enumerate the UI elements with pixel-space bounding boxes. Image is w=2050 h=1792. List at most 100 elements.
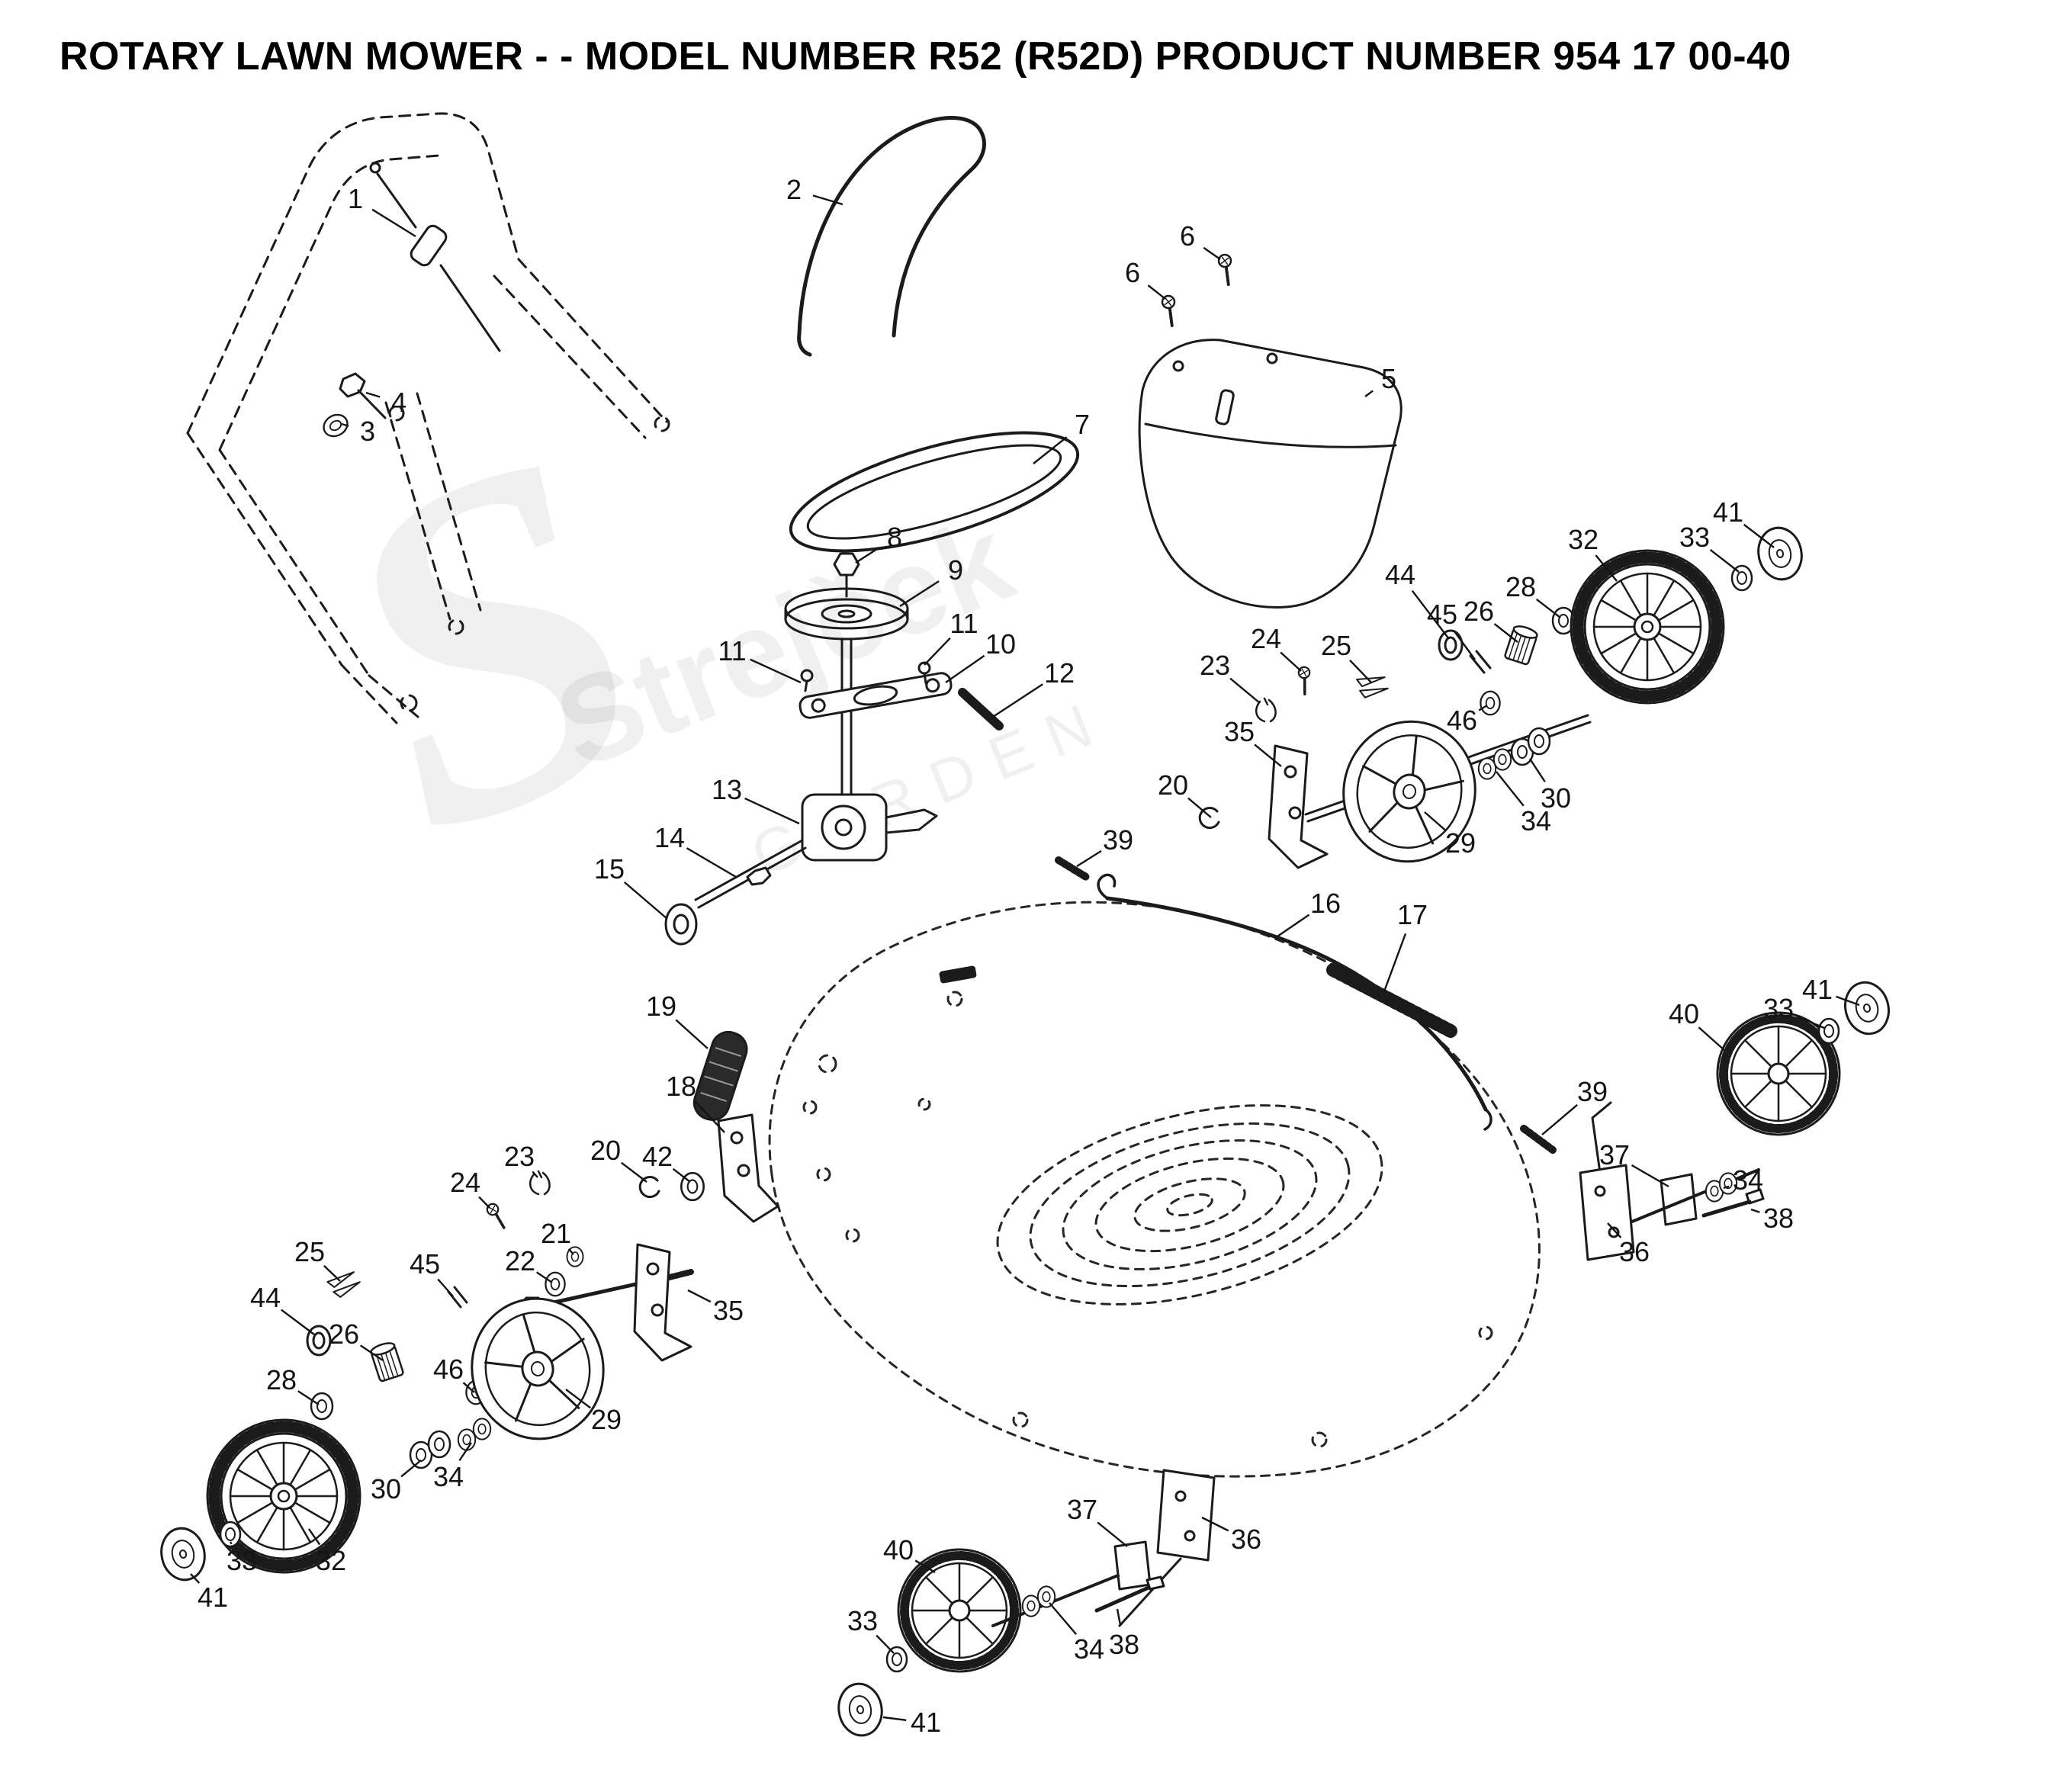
screw-upper <box>1292 664 1313 695</box>
callout-leader-41 <box>882 1716 907 1721</box>
axle-bracket-right-rear <box>1268 744 1329 869</box>
spring-39-center <box>1055 856 1090 881</box>
part-number-6: 6 <box>1180 220 1195 252</box>
callout-leader-34 <box>1049 1602 1078 1635</box>
part-number-25: 25 <box>294 1236 325 1267</box>
callout-leader-5 <box>1364 390 1374 397</box>
wheel-adjuster-right <box>1660 1173 1698 1226</box>
callout-leader-1 <box>371 208 416 238</box>
bail-bar <box>797 116 987 357</box>
hubcap-right-front <box>1838 976 1896 1040</box>
callout-leader-36 <box>1607 1222 1622 1238</box>
callout-leader-26 <box>1493 623 1518 643</box>
part-number-2: 2 <box>786 174 802 205</box>
part-number-40: 40 <box>1669 998 1699 1029</box>
callout-leader-29 <box>565 1389 591 1409</box>
callout-leader-38 <box>1750 1208 1760 1213</box>
part-number-16: 16 <box>1310 888 1341 919</box>
part-number-7: 7 <box>1075 409 1090 440</box>
callout-leader-33 <box>229 1541 233 1545</box>
part-number-22: 22 <box>505 1245 535 1277</box>
tension-spring <box>1326 963 1457 1038</box>
part-number-15: 15 <box>594 853 625 885</box>
part-number-38: 38 <box>1109 1629 1139 1660</box>
part-number-28: 28 <box>1505 571 1536 602</box>
callout-leader-35 <box>1254 743 1282 767</box>
hubcap-upper-right <box>1753 522 1807 585</box>
callout-leader-37 <box>1097 1521 1128 1547</box>
callout-leader-22 <box>535 1271 553 1283</box>
part-number-26: 26 <box>329 1318 359 1350</box>
blade-adapter <box>798 672 953 719</box>
callout-leader-40 <box>1698 1026 1726 1052</box>
callout-leader-37 <box>1631 1164 1669 1188</box>
part-number-41: 41 <box>198 1582 228 1613</box>
pulley-assembly <box>784 552 909 796</box>
bearing-bottom-front <box>885 1646 908 1673</box>
part-number-12: 12 <box>1044 657 1075 689</box>
wheel-adjuster-bottom <box>1113 1540 1152 1591</box>
rear-guard <box>1138 339 1403 609</box>
part-number-11: 11 <box>718 635 746 666</box>
callout-leader-23 <box>1229 677 1261 704</box>
callout-leader-11 <box>750 658 802 684</box>
pulley-nut <box>833 552 860 576</box>
part-number-39: 39 <box>1103 824 1133 856</box>
callout-leader-2 <box>812 194 843 206</box>
part-number-28: 28 <box>266 1364 297 1395</box>
part-number-23: 23 <box>504 1141 535 1172</box>
part-number-45: 45 <box>410 1248 440 1280</box>
e-ring-upper <box>1438 629 1464 661</box>
part-number-44: 44 <box>1385 559 1415 590</box>
part-number-20: 20 <box>590 1135 621 1166</box>
callout-leader-13 <box>744 797 800 825</box>
drive-shaft <box>664 839 807 946</box>
watermark-sub: GARDEN <box>742 684 1120 889</box>
callout-leader-12 <box>992 683 1043 718</box>
part-number-32: 32 <box>1568 524 1599 555</box>
woodruff-key <box>958 688 1004 731</box>
hubcap-lower-left <box>156 1523 210 1585</box>
part-number-1: 1 <box>348 183 363 214</box>
callout-leader-3 <box>341 422 349 427</box>
callout-leader-32 <box>308 1528 321 1546</box>
part-number-30: 30 <box>371 1473 401 1505</box>
washer-34a-bottom <box>1021 1594 1041 1617</box>
callout-leader-6 <box>1147 284 1166 300</box>
part-number-29: 29 <box>1445 827 1476 859</box>
callout-leader-25 <box>323 1265 341 1282</box>
handle-bracket <box>717 1113 779 1223</box>
callout-leader-44 <box>281 1309 315 1335</box>
part-number-34: 34 <box>1733 1164 1763 1196</box>
part-number-33: 33 <box>227 1545 257 1576</box>
spring-clip-left <box>529 1170 551 1196</box>
callout-leader-34 <box>1496 771 1525 807</box>
washer-30b-left <box>427 1430 451 1459</box>
callout-leader-41 <box>1836 995 1860 1007</box>
washer-46-upper <box>1480 690 1501 716</box>
part-number-24: 24 <box>1251 623 1281 654</box>
callout-leader-25 <box>1349 659 1372 683</box>
shaft-wheel <box>664 903 698 946</box>
pin-upper <box>1469 650 1492 674</box>
washer-34a-upper <box>1477 757 1497 780</box>
callout-leader-45 <box>1453 630 1476 660</box>
part-number-24: 24 <box>450 1167 480 1198</box>
e-ring-left <box>306 1325 332 1357</box>
part-number-41: 41 <box>911 1707 941 1738</box>
part-number-41: 41 <box>1713 496 1743 528</box>
hubcap-bottom-front <box>834 1679 887 1740</box>
washer-34b-upper <box>1493 748 1512 771</box>
callout-leader-16 <box>1274 914 1310 939</box>
pinion-gear-upper <box>1503 622 1540 666</box>
control-rod <box>1097 873 1493 1131</box>
wheel-upper-right <box>1571 551 1724 703</box>
part-number-39: 39 <box>1577 1076 1608 1107</box>
callout-leader-40 <box>914 1559 936 1574</box>
part-number-37: 37 <box>1067 1494 1097 1525</box>
part-number-29: 29 <box>591 1404 622 1435</box>
part-number-9: 9 <box>948 554 963 586</box>
part-number-5: 5 <box>1381 363 1396 394</box>
